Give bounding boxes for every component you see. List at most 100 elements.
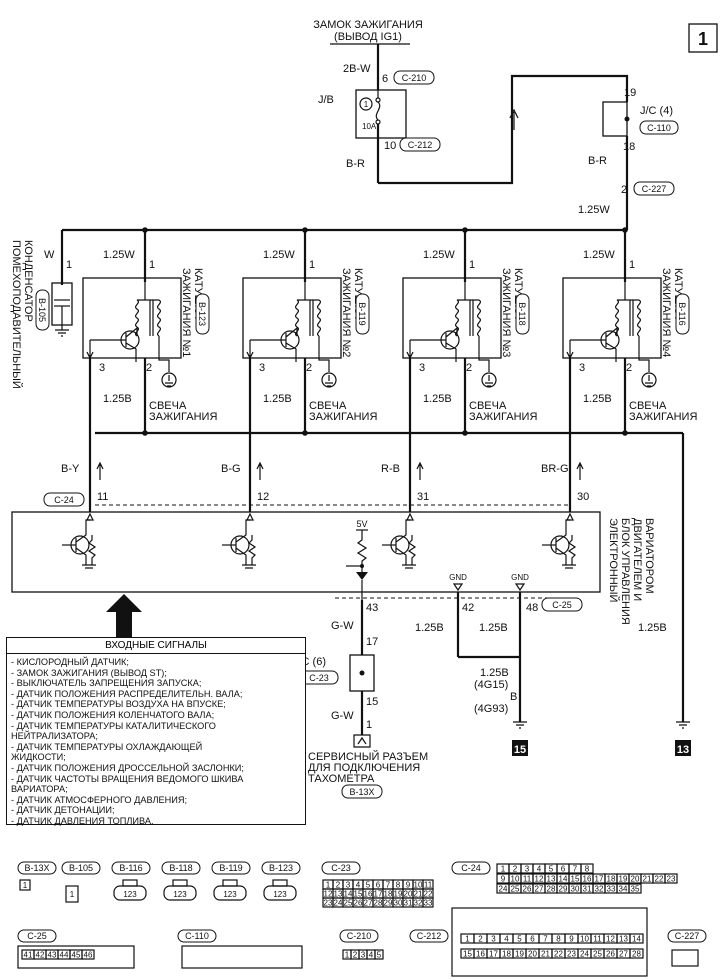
bus-node bbox=[462, 227, 468, 233]
coil-lead bbox=[137, 282, 159, 301]
input-signal-item: - ДАТЧИК ПОЛОЖЕНИЯ ДРОССЕЛЬНОЙ ЗАСЛОНКИ; bbox=[11, 762, 244, 773]
connector-cell-label: 24 bbox=[334, 899, 343, 908]
connector-view-label-box bbox=[177, 929, 217, 943]
c25-connector bbox=[541, 597, 583, 612]
coil-box bbox=[82, 277, 182, 359]
connector-cell-label: 44 bbox=[60, 951, 69, 960]
jc4-label: J/C (4) bbox=[640, 105, 673, 117]
connector-cell-label: 16 bbox=[476, 950, 485, 959]
connector-view-label: C-110 bbox=[185, 931, 209, 941]
connector-cell-label: 25 bbox=[511, 885, 520, 894]
coil-connector-latch bbox=[172, 879, 188, 887]
jc4-pin-top: 19 bbox=[624, 87, 636, 99]
connector-cell-label: 42 bbox=[36, 951, 45, 960]
connector-cell-label: 8 bbox=[396, 881, 401, 890]
spark-plug-icon bbox=[161, 372, 177, 388]
connector-cell-label: 23 bbox=[667, 875, 676, 884]
coil-subtitle: ЗАЖИГАНИЯ №3 bbox=[500, 268, 512, 357]
connector-cell-label: 3 bbox=[491, 935, 496, 944]
coil-pin-2: 2 bbox=[626, 362, 632, 374]
ref-15: 15 bbox=[514, 744, 526, 756]
signal-arrow-icon bbox=[246, 340, 254, 360]
connector-view-label-box bbox=[321, 861, 361, 875]
coil-pin-3: 3 bbox=[259, 362, 265, 374]
connector-view-label: C-23 bbox=[331, 863, 351, 873]
wire-label-coil-ground: 1.25B bbox=[263, 393, 292, 405]
ecu-drivers bbox=[62, 512, 577, 569]
connector-cell-label: 4 bbox=[504, 935, 509, 944]
coil-connector-label: B-118 bbox=[517, 302, 527, 325]
coil-pin-2: 2 bbox=[146, 362, 152, 374]
coil-subtitle: ЗАЖИГАНИЯ №1 bbox=[180, 268, 192, 357]
c24-connector-label: C-24 bbox=[54, 495, 74, 505]
wire-label-coil-ground: 1.25B bbox=[103, 393, 132, 405]
connector-view-label-box bbox=[211, 861, 251, 875]
wire-label-gw-bottom: G-W bbox=[331, 710, 354, 722]
gnd-arrow-icon bbox=[452, 583, 464, 592]
connector-cell-label: 16 bbox=[364, 890, 373, 899]
connector-cell-label: 46 bbox=[84, 951, 93, 960]
c25-connector-label: C-25 bbox=[552, 600, 572, 610]
connector-cell-label: 30 bbox=[571, 885, 580, 894]
connector-cell-label: 16 bbox=[583, 875, 592, 884]
coil-box bbox=[562, 277, 662, 359]
connector-cell-label: 11 bbox=[523, 875, 532, 884]
signal-arrow-icon bbox=[416, 461, 424, 480]
jb-label: J/B bbox=[318, 94, 334, 106]
capacitor-connector-label: B-105 bbox=[37, 298, 47, 322]
connector-cell-label: 35 bbox=[631, 885, 640, 894]
connector-cell bbox=[664, 873, 678, 884]
input-signal-item: ВАРИАТОРА; bbox=[11, 784, 68, 795]
driver-leads bbox=[235, 519, 250, 565]
c227-connector bbox=[633, 181, 675, 196]
jb-in-connector-label: C-210 bbox=[402, 73, 427, 83]
connector-view-label-box bbox=[339, 929, 379, 943]
connector-view-label: B-123 bbox=[269, 863, 293, 873]
ground-icon bbox=[676, 721, 690, 729]
connector-cell-label: 21 bbox=[414, 890, 423, 899]
connector-cell-label: 13 bbox=[334, 890, 343, 899]
connector-cell-label: 22 bbox=[424, 890, 433, 899]
connector-cell-label: 1 bbox=[326, 881, 331, 890]
connector-cell-label: 45 bbox=[72, 951, 81, 960]
coil-connector-pins: 123 bbox=[223, 890, 237, 899]
connector-view-label-box bbox=[451, 861, 491, 875]
connector-cell-label: 32 bbox=[414, 899, 423, 908]
connector-cell-label: 26 bbox=[606, 950, 615, 959]
pullup-resistor-icon bbox=[356, 530, 368, 572]
ecu-pin-48: 48 bbox=[526, 602, 538, 614]
output-marker-icon bbox=[566, 512, 574, 521]
connector-cell-label: 7 bbox=[573, 865, 578, 874]
connector-cell-label: 9 bbox=[501, 875, 506, 884]
connector-cell-label: 2 bbox=[336, 881, 341, 890]
fuse-number-circle bbox=[359, 97, 373, 111]
input-signals-list: - КИСЛОРОДНЫЙ ДАТЧИК;- ЗАМОК ЗАЖИГАНИЯ (… bbox=[7, 654, 305, 830]
connector-cell-label: 3 bbox=[346, 881, 351, 890]
ignition-switch-label: ЗАМОК ЗАЖИГАНИЯ bbox=[313, 19, 423, 31]
ecu-pin-top: 31 bbox=[417, 491, 429, 503]
ecu-pin-42: 42 bbox=[462, 602, 474, 614]
connector-cell-label: 4 bbox=[369, 951, 374, 960]
coil-pin-2: 2 bbox=[466, 362, 472, 374]
connector-cell-label: 14 bbox=[559, 875, 568, 884]
service-connector-icon bbox=[353, 734, 371, 748]
coil-box bbox=[242, 277, 342, 359]
connector-cell-label: 29 bbox=[384, 899, 393, 908]
connector-view-label: B-105 bbox=[69, 863, 93, 873]
input-signal-item: - ДАТЧИК АТМОСФЕРНОГО ДАВЛЕНИЯ; bbox=[11, 794, 188, 805]
connector-cell-label: 7 bbox=[543, 935, 548, 944]
spark-plug-label-2: ЗАЖИГАНИЯ bbox=[629, 411, 697, 423]
c227-pin: 2 bbox=[621, 184, 627, 196]
fuse-number: 1 bbox=[364, 100, 369, 109]
b105-shape bbox=[65, 885, 79, 903]
wire-label-gnd-a: 1.25B bbox=[480, 667, 509, 679]
connector-cell-label: 5 bbox=[517, 935, 522, 944]
connector-cell bbox=[629, 948, 644, 959]
coil-connector bbox=[515, 293, 530, 335]
current-arrow-icon bbox=[509, 108, 519, 130]
jc6-pin-top: 17 bbox=[366, 636, 378, 648]
